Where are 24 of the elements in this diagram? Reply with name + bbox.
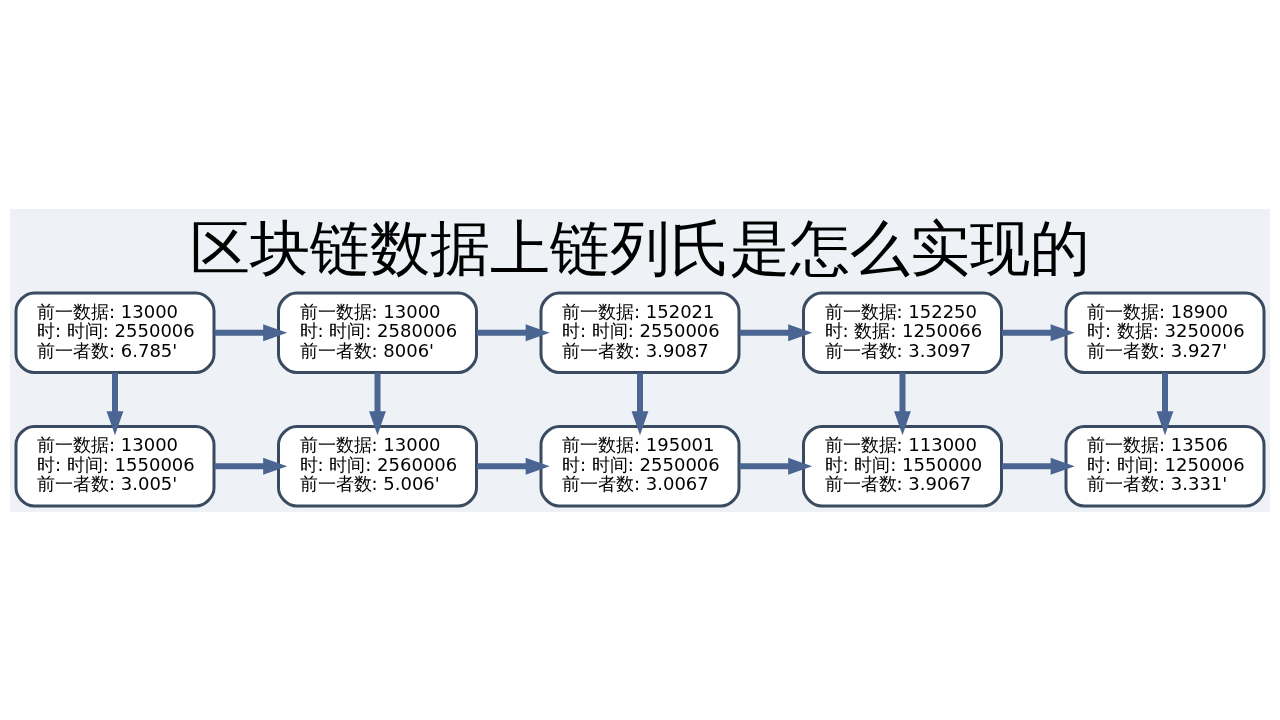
- arrow: [894, 372, 911, 435]
- node-box: 前一数据: 13000 时: 时间: 2550006 前一者数: 6.785': [14, 291, 216, 374]
- arrow: [631, 372, 649, 435]
- arrow: [1156, 372, 1174, 435]
- diagram-title: 区块链数据上链列氏是怎么实现的: [190, 212, 1090, 283]
- node-box: 前一数据: 13000 时: 时间: 1550006 前一者数: 3.005': [14, 424, 216, 507]
- arrow: [214, 457, 288, 475]
- node-box: 前一数据: 13000 时: 时间: 2580006 前一者数: 8006': [277, 291, 478, 374]
- arrow: [1001, 457, 1075, 475]
- arrow: [739, 323, 813, 341]
- node-box: 前一数据: 113000 时: 时间: 1550000 前一者数: 3.9067: [802, 424, 1003, 507]
- node-box: 前一数据: 195001 时: 时间: 2550006 前一者数: 3.0067: [539, 424, 741, 507]
- arrow: [369, 372, 386, 435]
- arrow: [1001, 323, 1075, 341]
- arrow: [739, 457, 813, 475]
- node-box: 前一数据: 152250 时: 数据: 1250066 前一者数: 3.3097: [802, 291, 1003, 374]
- arrow: [214, 323, 288, 341]
- node-box: 前一数据: 13506 时: 时间: 1250006 前一者数: 3.331': [1064, 424, 1266, 507]
- arrow: [476, 323, 550, 341]
- node-box: 前一数据: 13000 时: 时间: 2560006 前一者数: 5.006': [277, 424, 478, 507]
- arrow: [476, 457, 550, 475]
- node-box: 前一数据: 152021 时: 时间: 2550006 前一者数: 3.9087: [539, 291, 741, 374]
- arrow: [106, 372, 124, 435]
- node-box: 前一数据: 18900 时: 数据: 3250006 前一者数: 3.927': [1064, 291, 1266, 374]
